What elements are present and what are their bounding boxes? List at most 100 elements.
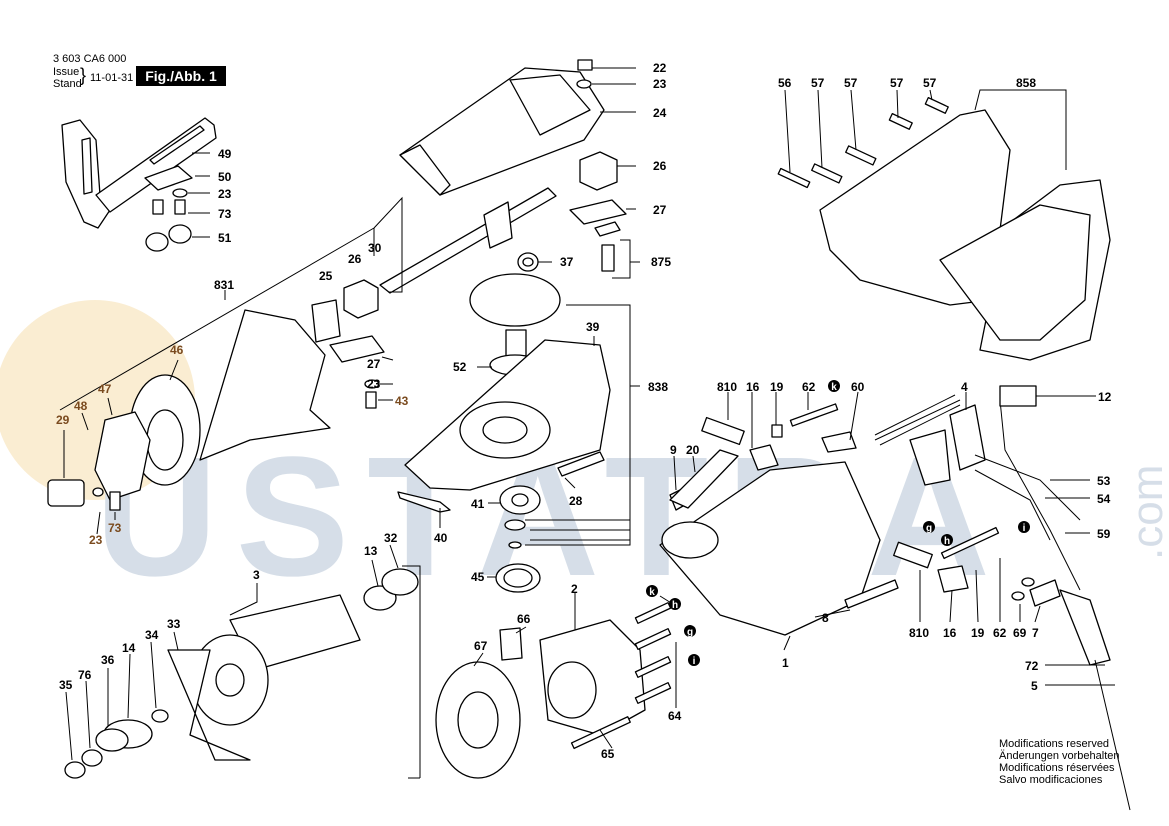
label-23-top: 23	[653, 77, 667, 91]
marker-k2: k	[831, 382, 837, 393]
label-39: 39	[586, 320, 600, 334]
label-47: 47	[98, 382, 112, 396]
part-screws-stator	[634, 602, 672, 704]
label-76: 76	[78, 668, 92, 682]
part-stator-2	[539, 619, 646, 736]
part-plate-27-mid	[329, 335, 385, 363]
label-19-bottom: 19	[971, 626, 985, 640]
label-23-mid: 23	[367, 377, 381, 391]
label-4: 4	[961, 380, 968, 394]
label-7: 7	[1032, 626, 1039, 640]
label-57-a: 57	[811, 76, 825, 90]
label-30: 30	[368, 241, 382, 255]
part-ring-32	[381, 568, 419, 596]
label-3: 3	[253, 568, 260, 582]
label-67: 67	[474, 639, 488, 653]
part-cable-guard-72	[1059, 589, 1111, 666]
part-wire-62-bottom	[940, 526, 1000, 560]
label-65: 65	[601, 747, 615, 761]
label-72: 72	[1025, 659, 1039, 673]
part-block-26-mid	[343, 279, 379, 319]
part-screw-28	[557, 451, 605, 477]
label-50: 50	[218, 170, 232, 184]
marker-g2: g	[926, 523, 932, 534]
label-8: 8	[822, 611, 829, 625]
label-14: 14	[122, 641, 136, 655]
stand-label: Stand	[53, 78, 82, 90]
label-37: 37	[560, 255, 574, 269]
callout-labels: 22 23 24 26 27 875 37 49 50 23 73 51 30 …	[56, 61, 1112, 761]
marker-circle-h2	[941, 534, 953, 546]
part-knobs-51	[145, 224, 192, 252]
part-brush-810-top	[701, 416, 745, 446]
marker-circle-k2	[828, 380, 840, 392]
header-brace: }	[80, 65, 87, 85]
part-switch-4	[909, 404, 986, 486]
note-line-4: Salvo modificaciones	[999, 774, 1103, 786]
part-label-8	[844, 579, 899, 609]
part-fan-67	[435, 661, 521, 779]
part-clamp-29	[47, 479, 85, 507]
part-washers-41-stack	[504, 519, 526, 549]
label-13: 13	[364, 544, 378, 558]
part-screw-22	[577, 59, 593, 71]
label-69: 69	[1013, 626, 1027, 640]
part-block-26-top	[579, 151, 618, 191]
label-56: 56	[778, 76, 792, 90]
part-boot-46	[129, 374, 201, 486]
part-bracket-49	[61, 117, 217, 229]
issue-date: 11-01-31	[90, 72, 134, 84]
marker-k1: k	[649, 587, 655, 598]
watermark-domain: .com	[1123, 465, 1169, 560]
label-27-mid: 27	[367, 357, 381, 371]
label-62-bottom: 62	[993, 626, 1007, 640]
part-wiring	[874, 394, 1081, 591]
label-9: 9	[670, 443, 677, 457]
part-label-20	[669, 449, 739, 509]
label-64: 64	[668, 709, 682, 723]
label-35: 35	[59, 678, 73, 692]
part-cable-5	[1094, 659, 1131, 811]
part-ring-36	[95, 728, 129, 752]
label-875: 875	[651, 255, 671, 269]
label-48: 48	[74, 399, 88, 413]
label-20: 20	[686, 443, 700, 457]
part-gear-housing-39	[404, 339, 611, 491]
part-handle-housing-858	[819, 109, 1111, 361]
label-24: 24	[653, 106, 667, 120]
part-screw-43	[365, 391, 377, 409]
label-41: 41	[471, 497, 485, 511]
marker-i2: i	[1023, 523, 1026, 534]
marker-circle-g1	[684, 625, 696, 637]
marker-i1: i	[693, 656, 696, 667]
part-plate-50	[144, 165, 193, 191]
doc-number: 3 603 CA6 000	[53, 53, 127, 65]
part-plate-25	[311, 299, 341, 343]
label-33: 33	[167, 617, 181, 631]
part-screws-73-left	[92, 487, 121, 511]
marker-h1: h	[672, 600, 678, 611]
note-line-2: Änderungen vorbehalten	[999, 750, 1120, 762]
note-line-3: Modifications réservées	[999, 762, 1115, 774]
label-57-b: 57	[844, 76, 858, 90]
label-40: 40	[434, 531, 448, 545]
label-25: 25	[319, 269, 333, 283]
label-858: 858	[1016, 76, 1036, 90]
part-ring-34	[151, 709, 169, 723]
marker-circle-k1	[646, 585, 658, 597]
part-cover-24	[399, 67, 605, 196]
label-810-bottom: 810	[909, 626, 929, 640]
part-screws-73-small	[152, 199, 186, 215]
part-connector-12	[999, 385, 1037, 407]
part-clip-40	[397, 491, 451, 513]
part-washer-23-small	[172, 188, 188, 198]
label-46: 46	[170, 343, 184, 357]
label-27-top: 27	[653, 203, 667, 217]
part-bearing-37	[517, 252, 539, 272]
label-28: 28	[569, 494, 583, 508]
part-nose-cover-831	[199, 309, 331, 461]
label-57-c: 57	[890, 76, 904, 90]
leader-lines	[59, 67, 1115, 779]
label-23-bracket: 23	[218, 187, 232, 201]
